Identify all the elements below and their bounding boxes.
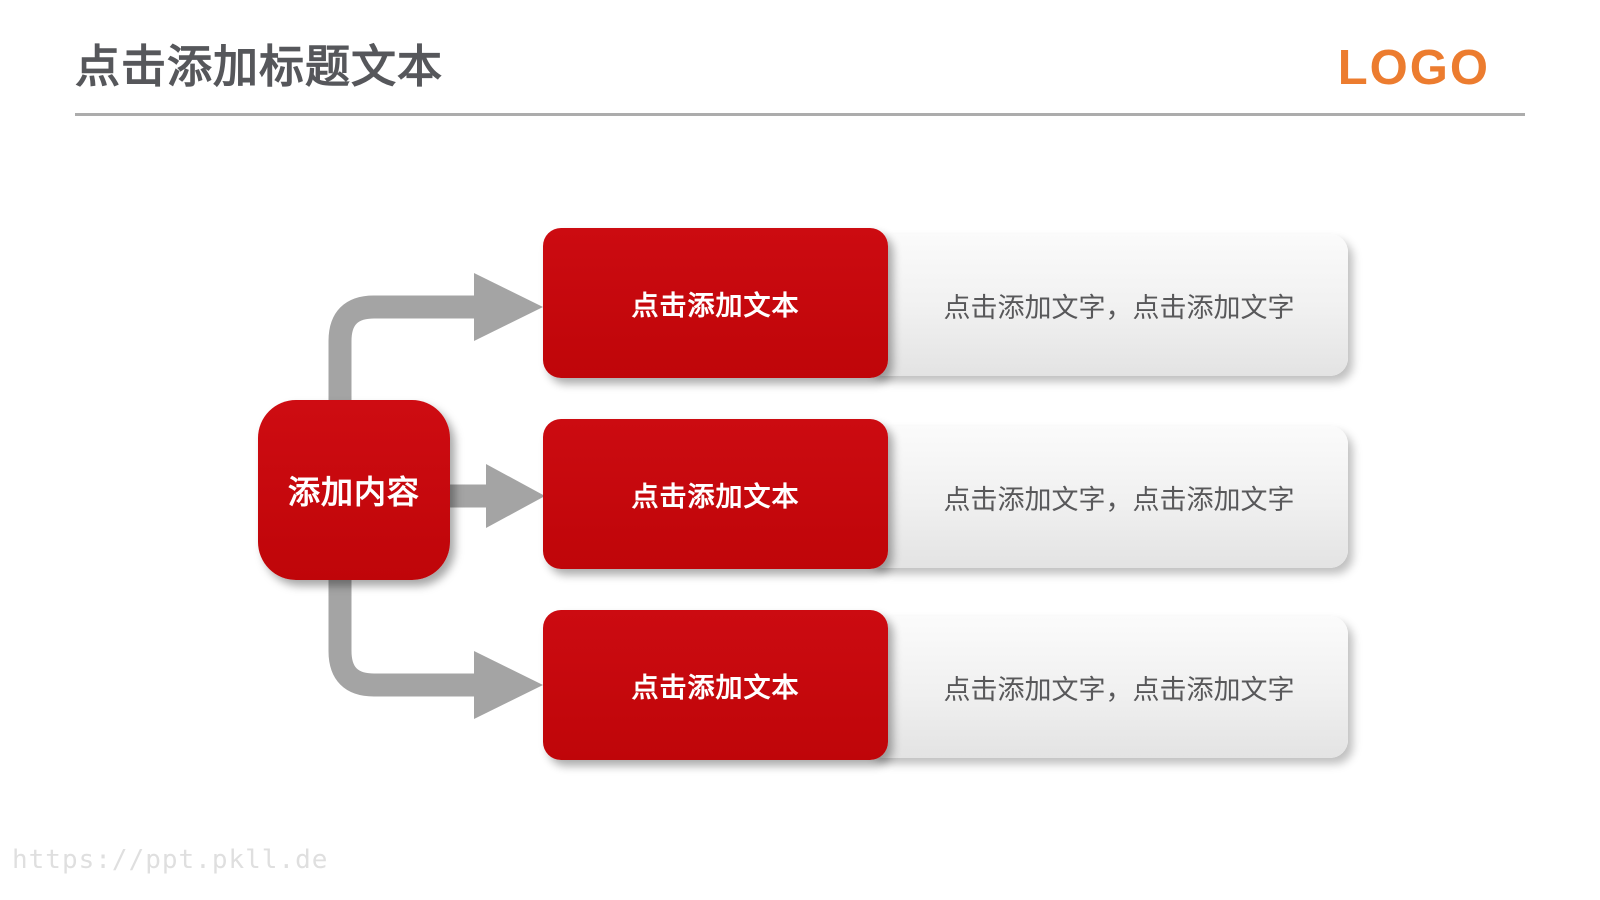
row-2-description-panel[interactable]: 点击添加文字，点击添加文字 bbox=[866, 426, 1348, 568]
watermark-url: https://ppt.pkll.de bbox=[12, 845, 329, 875]
logo-text: LOGO bbox=[1337, 41, 1490, 95]
row-2-label: 点击添加文本 bbox=[631, 481, 800, 512]
right-arrow-icon bbox=[440, 464, 545, 528]
row-1-description: 点击添加文字，点击添加文字 bbox=[943, 292, 1295, 323]
row-1-red-box[interactable]: 点击添加文本 bbox=[543, 228, 888, 378]
elbow-down-right-arrow-icon bbox=[328, 555, 543, 719]
row-2-red-box[interactable]: 点击添加文本 bbox=[543, 419, 888, 569]
page-title[interactable]: 点击添加标题文本 bbox=[75, 41, 444, 92]
row-1-description-panel[interactable]: 点击添加文字，点击添加文字 bbox=[866, 234, 1348, 376]
row-3-description: 点击添加文字，点击添加文字 bbox=[943, 674, 1295, 705]
elbow-up-right-arrow-icon bbox=[328, 273, 543, 425]
row-3-label: 点击添加文本 bbox=[631, 672, 800, 703]
row-3-description-panel[interactable]: 点击添加文字，点击添加文字 bbox=[866, 616, 1348, 758]
header-divider bbox=[75, 113, 1525, 116]
row-2-description: 点击添加文字，点击添加文字 bbox=[943, 484, 1295, 515]
row-1-label: 点击添加文本 bbox=[631, 290, 800, 321]
hub-label: 添加内容 bbox=[287, 474, 420, 510]
hub-box[interactable]: 添加内容 bbox=[258, 400, 450, 580]
row-3-red-box[interactable]: 点击添加文本 bbox=[543, 610, 888, 760]
